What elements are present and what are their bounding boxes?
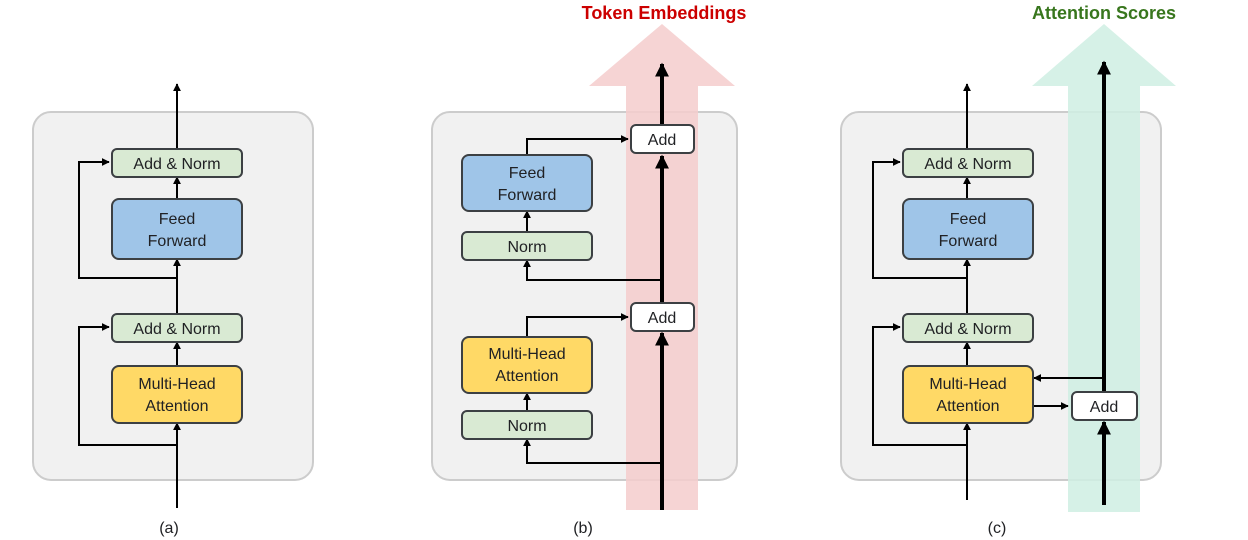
attention-label-2-c: Attention xyxy=(936,398,999,415)
feed-forward-label-2-c: Forward xyxy=(939,233,998,250)
attention-scores-title: Attention Scores xyxy=(1032,3,1176,23)
add-norm-bottom-label-a: Add & Norm xyxy=(133,321,220,338)
add-norm-bottom-box-a xyxy=(111,313,243,343)
add-box-c xyxy=(1071,391,1138,421)
attention-label-1-b: Multi-Head xyxy=(488,346,565,363)
caption-a: (a) xyxy=(159,520,179,537)
feed-forward-box-b xyxy=(461,154,593,212)
feed-forward-label-2-b: Forward xyxy=(498,187,557,204)
attention-label-2-b: Attention xyxy=(495,368,558,385)
add-norm-bottom-label-c: Add & Norm xyxy=(924,321,1011,338)
connectors-c xyxy=(872,83,1104,500)
panel-a: Add & Norm Feed Forward Add & Norm Multi… xyxy=(32,83,314,537)
token-embeddings-title: Token Embeddings xyxy=(582,3,747,23)
feed-forward-label-1-c: Feed xyxy=(950,211,986,228)
panel-c: Attention Scores Add & Norm Feed Forward… xyxy=(840,3,1176,537)
add-norm-top-box-c xyxy=(902,148,1034,178)
multi-head-attention-box-c xyxy=(902,365,1034,424)
add-norm-top-label-a: Add & Norm xyxy=(133,156,220,173)
add-norm-top-label-c: Add & Norm xyxy=(924,156,1011,173)
feed-forward-label-2-a: Forward xyxy=(148,233,207,250)
norm-bottom-box-b xyxy=(461,410,593,440)
norm-top-label-b: Norm xyxy=(507,239,546,256)
feed-forward-label-1-a: Feed xyxy=(159,211,195,228)
add-norm-top-box-a xyxy=(111,148,243,178)
connectors-b xyxy=(523,135,662,464)
attention-label-1-a: Multi-Head xyxy=(138,376,215,393)
multi-head-attention-box-a xyxy=(111,365,243,424)
caption-b: (b) xyxy=(573,520,593,537)
connectors-a xyxy=(78,83,181,508)
add-bottom-box-b xyxy=(630,302,695,332)
norm-top-box-b xyxy=(461,231,593,261)
panel-b: Token Embeddings Add Feed Forward Norm A… xyxy=(431,3,747,537)
norm-bottom-label-b: Norm xyxy=(507,418,546,435)
feed-forward-box-a xyxy=(111,198,243,260)
add-bottom-label-b: Add xyxy=(648,310,676,327)
attention-label-2-a: Attention xyxy=(145,398,208,415)
multi-head-attention-box-b xyxy=(461,336,593,394)
add-label-c: Add xyxy=(1090,399,1118,416)
add-top-label-b: Add xyxy=(648,132,676,149)
attention-label-1-c: Multi-Head xyxy=(929,376,1006,393)
caption-c: (c) xyxy=(988,520,1007,537)
feed-forward-box-c xyxy=(902,198,1034,260)
feed-forward-label-1-b: Feed xyxy=(509,165,545,182)
add-norm-bottom-box-c xyxy=(902,313,1034,343)
add-top-box-b xyxy=(630,124,695,154)
